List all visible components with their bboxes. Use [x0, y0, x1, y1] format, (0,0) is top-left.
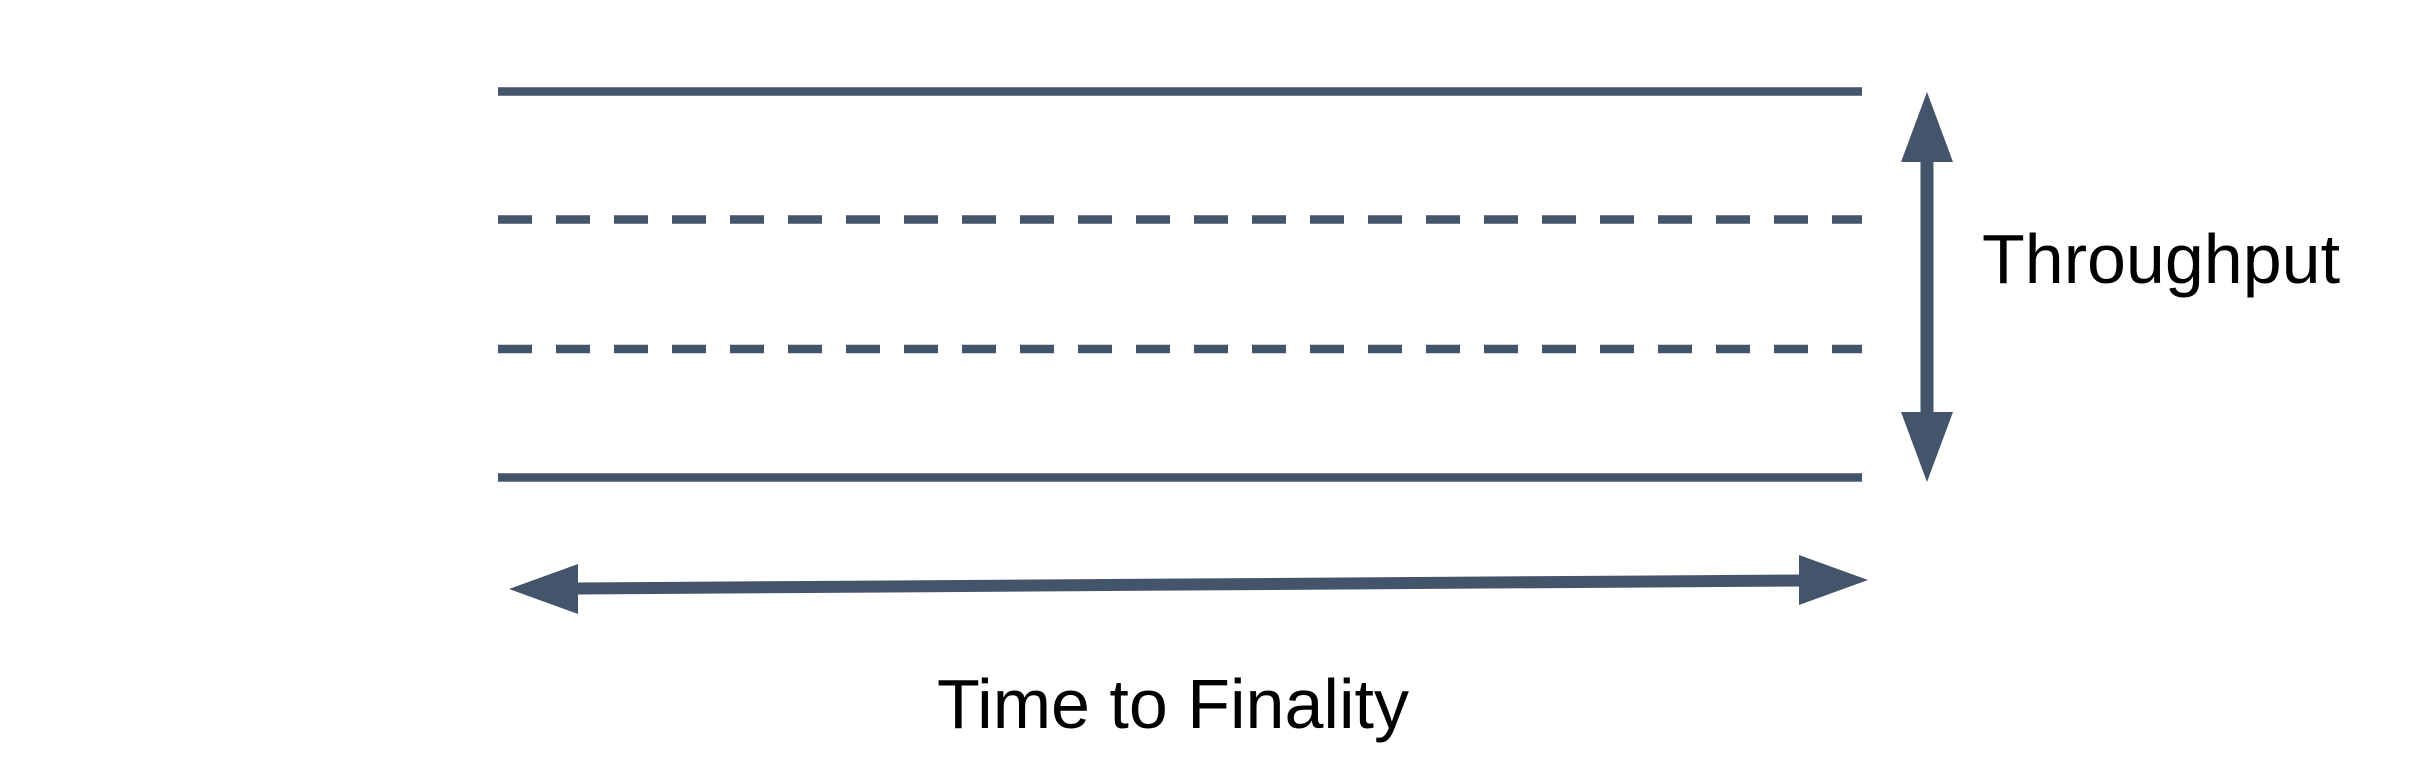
arrowhead-up-icon [1901, 92, 1953, 162]
throughput-label: Throughput [1982, 220, 2340, 298]
throughput-double-arrow [1901, 92, 1953, 482]
time-to-finality-double-arrow [509, 555, 1868, 614]
arrowhead-right-icon [1799, 555, 1868, 605]
time-to-finality-arrow-shaft [574, 574, 1803, 595]
arrowhead-down-icon [1901, 412, 1953, 482]
arrowhead-left-icon [509, 564, 578, 614]
time-to-finality-label: Time to Finality [937, 665, 1409, 743]
